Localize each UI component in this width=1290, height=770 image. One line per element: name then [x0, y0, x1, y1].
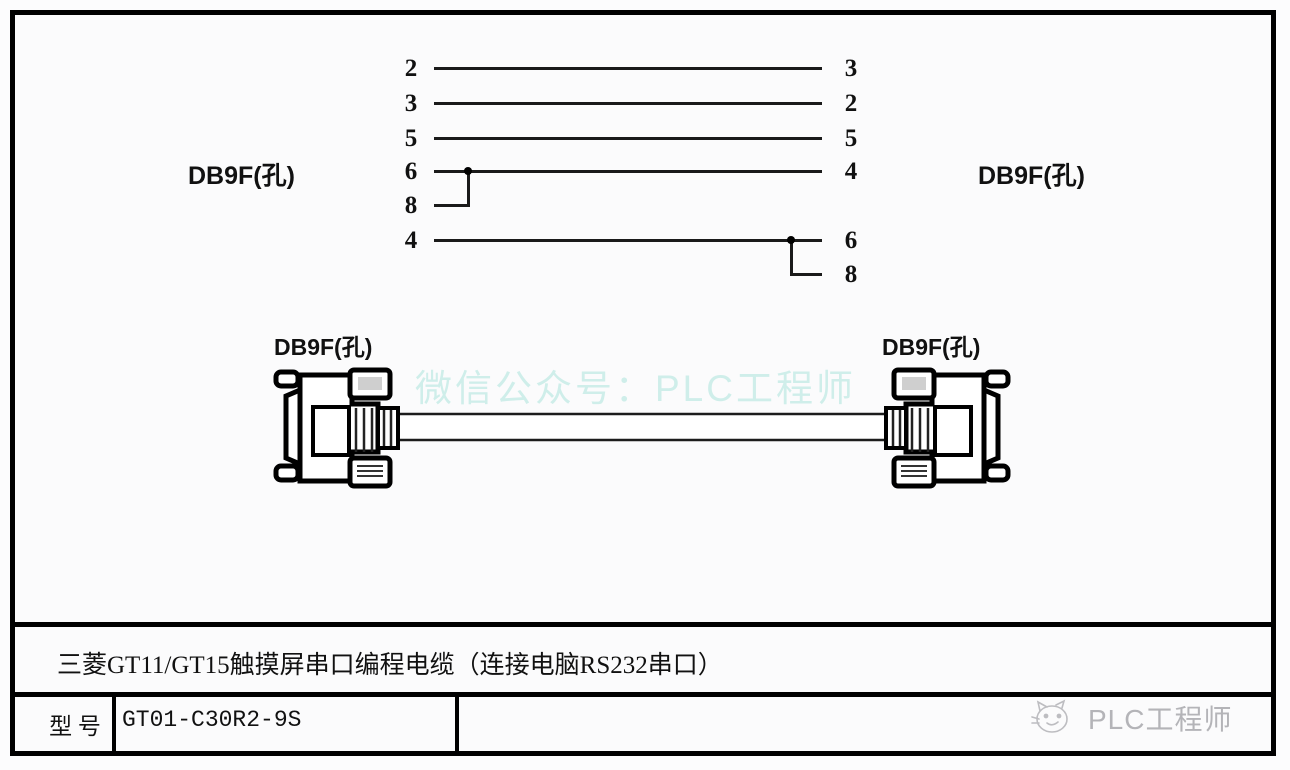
right-pin-5: 6	[844, 227, 858, 254]
wire-left-pin8-stub	[434, 204, 470, 207]
left-pin-5: 8	[404, 192, 418, 219]
model-value-divider	[455, 692, 459, 756]
left-pin-6: 4	[404, 227, 418, 254]
model-cell-divider	[112, 692, 116, 756]
cable-assembly-drawing: DB9F(孔) DB9F(孔)	[273, 334, 1011, 489]
sheet-border	[10, 10, 1276, 756]
watermark-corner: PLC工程师	[1030, 698, 1232, 738]
connector-illustration-svg	[273, 367, 1011, 489]
wire-4-to-6	[434, 239, 822, 242]
left-screwlock-bottom	[273, 463, 301, 483]
right-strain-relief	[884, 406, 908, 450]
cable-description: 三菱GT11/GT15触摸屏串口编程电缆（连接电脑RS232串口）	[57, 652, 723, 679]
title-block-mid-rule	[10, 692, 1276, 697]
left-pin-3: 5	[404, 125, 418, 152]
right-junction-dot	[787, 236, 795, 244]
left-bottom-wing-grip	[357, 465, 383, 477]
wire-3-to-2	[434, 102, 822, 105]
model-value: GT01-C30R2-9S	[122, 707, 302, 733]
right-pin-1: 3	[844, 55, 858, 82]
right-pin-3: 5	[844, 125, 858, 152]
left-db9-header-label: DB9F(孔)	[188, 162, 295, 190]
right-pin-2: 2	[844, 90, 858, 117]
right-screwlock-top	[983, 369, 1011, 389]
right-face-panel	[933, 405, 973, 457]
left-pin-2: 3	[404, 90, 418, 117]
title-block-top-rule	[10, 622, 1276, 627]
right-db9-header-label: DB9F(孔)	[978, 162, 1085, 190]
wire-right-pin8-stub	[790, 273, 822, 276]
wire-right-jumper-vertical	[790, 239, 793, 276]
watermark-main: 微信公众号：PLC工程师	[415, 368, 856, 409]
left-screwlock-top	[273, 369, 301, 389]
right-top-wing-pad	[902, 377, 926, 390]
left-face-panel	[311, 405, 351, 457]
cable-body	[390, 412, 894, 442]
left-collar-ribs	[382, 410, 393, 446]
left-connector-label: DB9F(孔)	[274, 334, 373, 360]
right-collar-ribs	[891, 410, 902, 446]
model-label: 型 号	[49, 714, 101, 739]
right-pin-6: 8	[844, 261, 858, 288]
wire-5-to-5	[434, 137, 822, 140]
cat-face-logo-icon	[1031, 699, 1068, 733]
wire-left-jumper-vertical	[467, 170, 470, 207]
left-top-wing-pad	[358, 377, 382, 390]
right-ribs	[910, 408, 930, 452]
left-pin-4: 6	[404, 158, 418, 185]
right-pin-4: 4	[844, 158, 858, 185]
right-screwlock-bottom	[983, 463, 1011, 483]
wire-2-to-3	[434, 67, 822, 70]
watermark-corner-text: PLC工程师	[1088, 704, 1233, 735]
left-pin-1: 2	[404, 55, 418, 82]
wire-6-to-4	[434, 170, 822, 173]
pin-wiring-diagram: DB9F(孔) DB9F(孔) 2 3 5 6 8 4 3 2 5 4 6 8	[188, 55, 1085, 288]
right-bottom-wing-grip	[901, 465, 927, 477]
left-junction-dot	[464, 167, 472, 175]
left-strain-relief	[376, 406, 400, 450]
left-ribs	[354, 408, 374, 452]
right-connector-label: DB9F(孔)	[882, 334, 981, 360]
